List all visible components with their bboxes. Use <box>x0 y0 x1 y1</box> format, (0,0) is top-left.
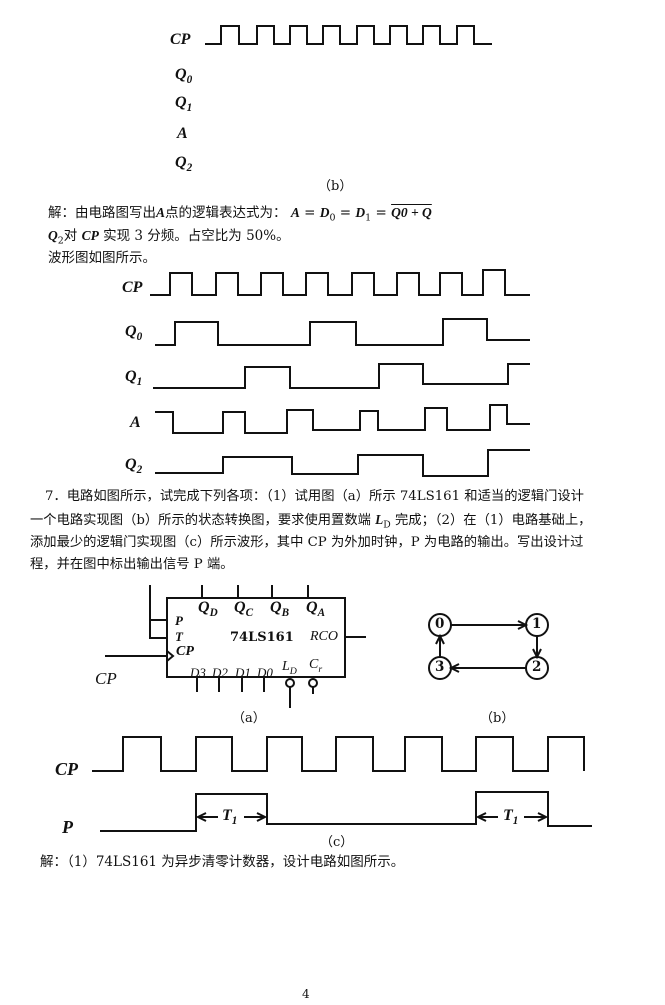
wave-label-q0: Q0 <box>125 323 143 344</box>
cp-waveform <box>150 269 530 296</box>
pin-rco: RCO <box>310 629 338 644</box>
pin-d0: D0 <box>257 665 273 680</box>
caption-c: （c） <box>320 835 354 850</box>
caption-top-b: （b） <box>318 179 353 194</box>
pin-t: T <box>175 629 183 644</box>
pin-d1: D1 <box>235 665 251 680</box>
pin-qc: QC <box>234 599 254 620</box>
label-a: A <box>177 125 188 142</box>
input-cp-label: CP <box>95 669 117 688</box>
state-3-label: 3 <box>435 659 445 675</box>
pin-p: P <box>175 613 183 628</box>
label-cp: CP <box>170 31 191 48</box>
chip-name: 74LS161 <box>230 630 294 645</box>
problem-7-line-1: 7．电路如图所示，试完成下列各项：（1）试用图（a）所示 74LS161 和适当… <box>45 489 584 504</box>
label-q1: Q1 <box>175 94 193 115</box>
state-2-label: 2 <box>532 659 542 675</box>
pin-cr: Cr <box>309 657 323 675</box>
problem-7-line-2: 一个电路实现图（b）所示的状态转换图，要求使用置数端 LD 完成；（2）在（1）… <box>30 512 592 531</box>
solution-2: 解：（1）74LS161 为异步清零计数器，设计电路如图所示。 <box>40 854 405 870</box>
caption-a: （a） <box>232 711 266 726</box>
label-q2: Q2 <box>175 154 193 175</box>
top-cp-waveform <box>205 25 492 45</box>
state-1-label: 1 <box>532 616 542 632</box>
c-label-p: P <box>62 817 73 837</box>
state-0-label: 0 <box>435 616 445 632</box>
wave-label-a: A <box>130 414 141 431</box>
t1-label-2: T1 <box>503 807 519 828</box>
page-number: 4 <box>302 987 310 1001</box>
a-waveform <box>155 404 530 434</box>
pin-d3: D3 <box>190 665 206 680</box>
problem-7-line-4: 程，并在图中标出输出信号 P 端。 <box>30 557 234 572</box>
q2-waveform <box>155 449 530 477</box>
solution-line-1: 解：由电路图写出A点的逻辑表达式为： A = D0 = D1 = Q0 + Q <box>48 205 432 224</box>
label-q0: Q0 <box>175 66 193 87</box>
wave-label-q1: Q1 <box>125 368 143 389</box>
pin-cp: CP <box>176 644 194 659</box>
pin-qd: QD <box>198 599 218 620</box>
c-cp-waveform <box>92 736 585 772</box>
t1-label-1: T1 <box>222 807 238 828</box>
pin-qb: QB <box>270 599 290 620</box>
pin-qa: QA <box>306 599 326 620</box>
wave-label-q2: Q2 <box>125 456 143 477</box>
c-label-cp: CP <box>55 759 79 779</box>
wave-label-cp: CP <box>122 279 143 296</box>
solution-line-3: 波形图如图所示。 <box>48 250 156 266</box>
caption-b: （b） <box>480 711 515 726</box>
q0-waveform <box>155 318 530 346</box>
pin-ld: LD <box>282 659 297 677</box>
q1-waveform <box>153 363 530 389</box>
problem-7-line-3: 添加最少的逻辑门实现图（c）所示波形，其中 CP 为外加时钟，P 为电路的输出。… <box>30 535 584 550</box>
solution-line-2: Q2对 CP 实现 3 分频。占空比为 50%。 <box>48 228 290 247</box>
p-waveform <box>100 791 592 832</box>
pin-d2: D2 <box>212 665 228 680</box>
